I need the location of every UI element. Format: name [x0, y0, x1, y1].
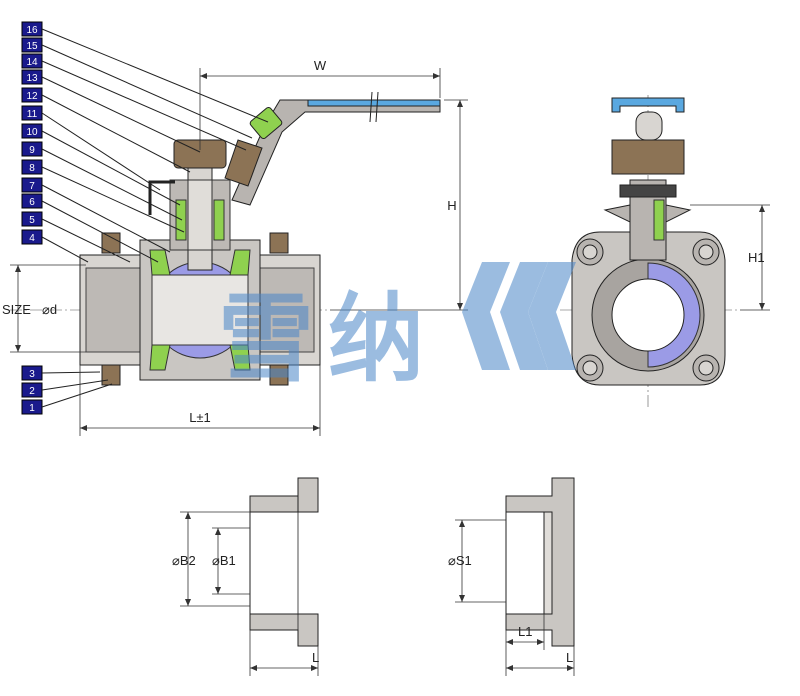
leader-lines-top [41, 28, 269, 263]
svg-text:H1: H1 [748, 250, 765, 265]
watermark-char-1: 雪 [218, 283, 314, 395]
handle-grip [249, 106, 283, 140]
label-s1: ⌀S1 [448, 553, 472, 568]
label-l-left: L [312, 650, 319, 665]
label-l-right: L [566, 650, 573, 665]
dimension-l-tol: L±1 [79, 365, 321, 436]
svg-text:2: 2 [29, 386, 35, 397]
callout-8: 8 [21, 159, 43, 175]
callout-12: 12 [21, 87, 43, 103]
callout-1: 1 [21, 399, 43, 415]
svg-text:7: 7 [29, 181, 35, 192]
callout-9: 9 [21, 141, 43, 157]
seat-right [229, 249, 251, 276]
svg-text:13: 13 [26, 73, 38, 84]
watermark-char-2: 纳 [328, 283, 424, 395]
callout-3: 3 [21, 365, 43, 381]
callouts-top: 16 15 14 13 12 11 10 9 8 7 6 5 4 [21, 21, 43, 245]
svg-text:9: 9 [29, 145, 35, 156]
svg-text:12: 12 [26, 91, 38, 102]
watermark-logo-icon [462, 262, 576, 370]
svg-text:11: 11 [27, 109, 38, 120]
callout-16: 16 [21, 21, 43, 37]
svg-text:14: 14 [26, 57, 38, 68]
svg-text:1: 1 [29, 403, 35, 414]
svg-text:10: 10 [26, 127, 38, 138]
callout-11: 11 [21, 105, 43, 121]
svg-text:L±1: L±1 [189, 410, 211, 425]
seat-left [149, 249, 171, 276]
socket-end-detail: ⌀S1 L1 L [448, 477, 575, 676]
callout-7: 7 [21, 177, 43, 193]
end-handle [611, 97, 685, 113]
leader-lines-bottom [41, 371, 113, 408]
dimension-w: W [199, 58, 441, 150]
callout-4: 4 [21, 229, 43, 245]
svg-text:6: 6 [29, 197, 35, 208]
svg-text:3: 3 [29, 369, 35, 380]
callout-15: 15 [21, 37, 43, 53]
svg-text:W: W [314, 58, 327, 73]
svg-text:⌀d: ⌀d [42, 302, 57, 317]
callout-6: 6 [21, 193, 43, 209]
label-l1: L1 [518, 624, 532, 639]
callout-2: 2 [21, 382, 43, 398]
svg-text:15: 15 [26, 41, 38, 52]
end-view [560, 95, 740, 410]
callout-14: 14 [21, 53, 43, 69]
dimension-size-d: SIZE ⌀d [2, 264, 86, 353]
svg-text:H: H [447, 198, 456, 213]
callout-10: 10 [21, 123, 43, 139]
dimension-h1: H1 [690, 204, 770, 311]
butt-weld-end-detail: ⌀B2 ⌀B1 L [172, 477, 319, 676]
callout-13: 13 [21, 69, 43, 85]
section-view [10, 91, 441, 386]
svg-text:8: 8 [29, 163, 35, 174]
label-b1: ⌀B1 [212, 553, 236, 568]
callouts-bottom: 3 2 1 [21, 365, 43, 415]
dimension-h: H [330, 99, 468, 311]
svg-text:16: 16 [26, 25, 38, 36]
end-stem-nut [611, 139, 685, 175]
label-b2: ⌀B2 [172, 553, 196, 568]
bolt-nut-top-right [269, 232, 289, 254]
watermark: 雪 纳 [218, 262, 576, 395]
svg-text:5: 5 [29, 215, 35, 226]
callout-5: 5 [21, 211, 43, 227]
svg-text:SIZE: SIZE [2, 302, 31, 317]
svg-text:4: 4 [29, 233, 35, 244]
